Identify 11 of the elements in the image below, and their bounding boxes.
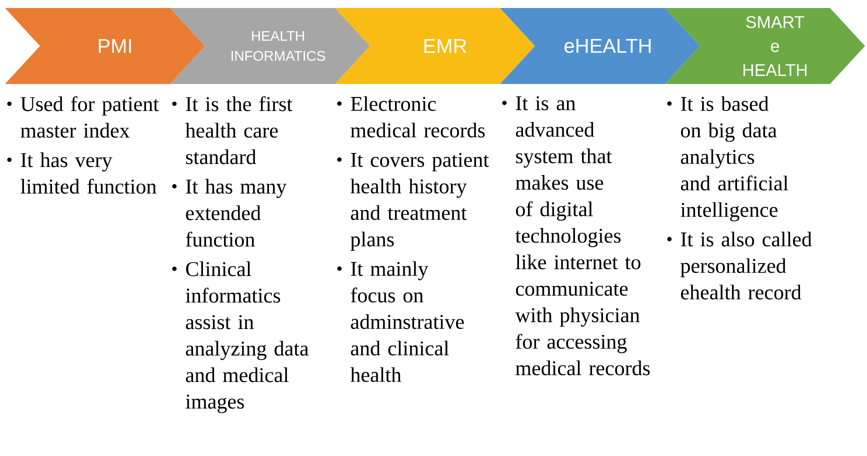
bullet-item: Used for patient master index <box>7 96 159 138</box>
bullet-item: It is the first health care standard <box>172 96 292 164</box>
bullet-item: It is based on big data analytics and artificial intelligence <box>667 96 788 222</box>
bullet-item: It covers patient health history and treatment plans <box>337 152 489 251</box>
bullet-item: It is an advanced system that makes use of digital technologies like internet to communicate with physician for accessing medical records <box>502 96 650 376</box>
bullet-item: It is also called personalized ehealth record <box>667 232 812 300</box>
bullet-item: Electronic medical records <box>337 96 485 138</box>
bullet-item: It has very limited function <box>7 152 156 194</box>
bullet-item: It mainly focus on adminstrative and clinical health <box>337 261 464 382</box>
bullet-item: Clinical informatics assist in analyzing data and medical images <box>172 261 309 414</box>
bullet-item: It has many extended function <box>172 178 287 247</box>
